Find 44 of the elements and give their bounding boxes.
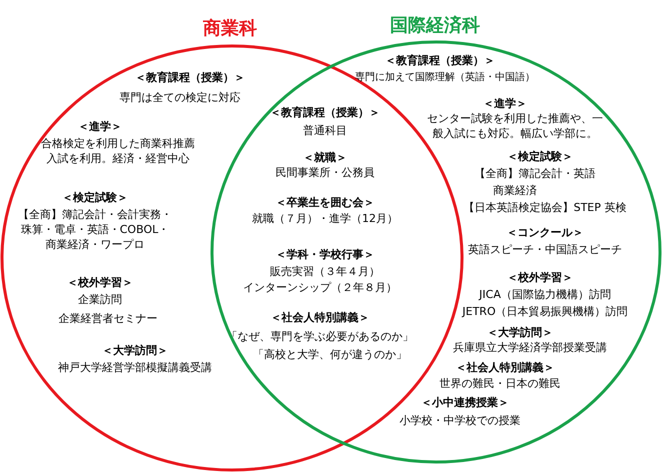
section-heading: ＜学科・学校行事＞ [276,247,374,262]
circle-title: 商業科 [203,17,257,40]
section-heading: ＜社会人特別講義＞ [456,360,554,375]
item-text: インターンシップ（２年８月） [243,280,397,295]
section-heading: ＜校外学習＞ [67,275,133,290]
item-text: 【日本英語検定協会】STEP 英検 [464,200,626,215]
item-text: 合格検定を利用した商業科推薦入試を利用。経済・経営中心 [40,136,196,166]
section-heading: ＜大学訪問＞ [102,343,168,358]
item-text: 「高校と大学、何が違うのか」 [253,347,407,362]
item-text: センター試験を利用した推薦や、一般入試にも対応。幅広い学部に。 [426,111,604,141]
section-heading: ＜コンクール＞ [506,225,584,240]
section-heading: ＜検定試験＞ [507,149,573,164]
item-text: 就職（７月）・進学（12月） [252,211,398,226]
item-text: 普通科目 [303,123,347,138]
item-text: 世界の難民・日本の難民 [440,376,560,391]
item-text: 企業経営者セミナー [58,311,158,326]
section-heading: ＜検定試験＞ [62,190,128,205]
item-text: 販売実習（３年４月） [270,264,380,279]
item-text: 小学校・中学校での授業 [400,413,520,428]
item-text: 「なぜ、専門を学ぶ必要があるのか」 [226,329,414,344]
section-heading: ＜小中連携授業＞ [421,395,509,410]
item-text: 専門は全ての検定に対応 [120,90,240,105]
section-heading: ＜大学訪問＞ [487,325,553,340]
item-text: JICA（国際協力機構）訪問 [479,287,611,302]
item-text: 商業経済 [493,183,537,198]
item-text: 英語スピーチ・中国語スピーチ [468,242,622,257]
item-text: 民間事業所・公務員 [276,165,374,180]
section-heading: ＜社会人特別講義＞ [270,310,370,325]
item-text: 【全商】簿記会計・英語 [474,166,596,181]
item-text: 専門に加えて国際理解（英語・中国語） [355,70,535,85]
section-heading: ＜教育課程（授業）＞ [135,70,245,85]
item-text: 【全商】簿記会計・会計実務・珠算・電卓・英語・COBOL・商業経済・ワープロ [18,207,172,252]
item-text: 兵庫県立大学経済学部授業受講 [453,340,607,355]
item-text: 企業訪問 [78,292,122,307]
section-heading: ＜進学＞ [78,119,122,134]
item-text: 神戸大学経営学部模擬講義受講 [58,360,212,375]
circle-title: 国際経済科 [390,14,480,37]
section-heading: ＜就職＞ [303,150,347,165]
section-heading: ＜校外学習＞ [507,270,573,285]
section-heading: ＜卒業生を囲む会＞ [276,195,374,210]
item-text: JETRO（日本貿易振興機構）訪問 [462,304,628,319]
section-heading: ＜教育課程（授業）＞ [385,53,495,68]
section-heading: ＜進学＞ [483,96,527,111]
section-heading: ＜教育課程（授業）＞ [270,105,380,120]
